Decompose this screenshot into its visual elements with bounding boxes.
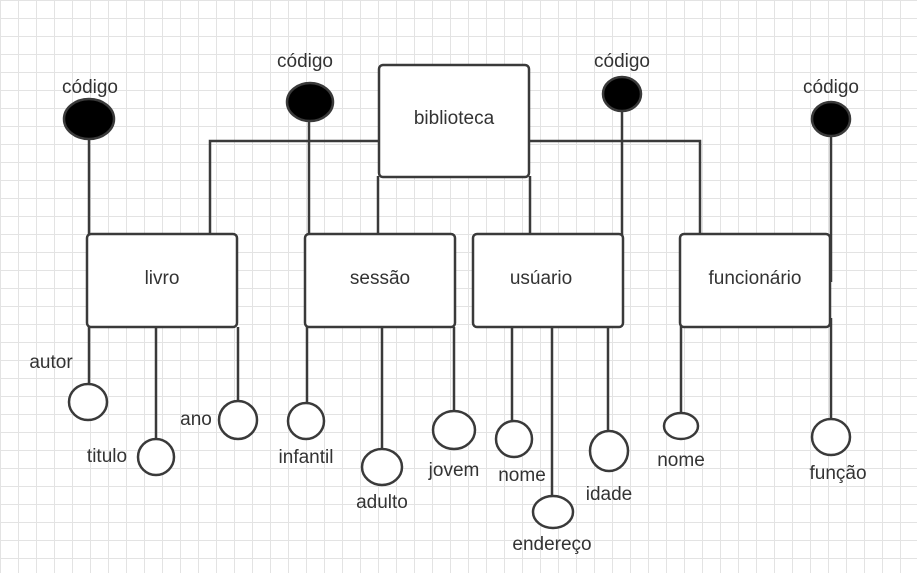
attr-oval-funcao[interactable] [810,417,852,457]
attr-label-ano: ano [180,409,212,430]
attribute-lines [87,318,833,496]
key-label-sessao: código [277,51,333,72]
attr-oval-nome-funcionario[interactable] [662,411,700,441]
key-oval-usuario[interactable] [601,75,643,113]
attr-label-nome-usuario: nome [498,465,546,486]
key-oval-livro[interactable] [62,97,116,141]
attr-oval-endereco[interactable] [531,494,575,530]
entity-sessao[interactable] [303,232,457,329]
entity-funcionario[interactable] [678,232,832,329]
key-label-livro: código [62,77,118,98]
attr-oval-titulo[interactable] [136,437,176,477]
attr-oval-infantil[interactable] [286,401,326,441]
entity-biblioteca[interactable] [377,63,531,179]
attr-label-infantil: infantil [279,447,334,468]
attr-oval-idade[interactable] [588,429,630,473]
attr-label-funcao: função [809,463,866,484]
attr-label-idade: idade [586,484,633,505]
entity-label-sessao: sessão [350,268,410,289]
relationship-lines [208,139,702,234]
entity-label-biblioteca: biblioteca [414,108,495,129]
entity-livro[interactable] [85,232,239,329]
attr-oval-adulto[interactable] [360,447,404,487]
entity-label-usuario: usúario [510,268,572,289]
entity-usuario[interactable] [471,232,625,329]
attr-oval-ano[interactable] [217,399,259,441]
key-label-funcionario: código [803,77,859,98]
attr-label-endereco: endereço [512,534,591,555]
entity-label-funcionario: funcionário [709,268,802,289]
link-biblioteca-funcionario [530,139,702,234]
attr-label-autor: autor [29,352,73,373]
key-oval-sessao[interactable] [285,81,335,123]
key-label-usuario: código [594,51,650,72]
attr-label-titulo: titulo [87,446,127,467]
entity-label-livro: livro [145,268,180,289]
attr-label-jovem: jovem [428,460,480,481]
attr-oval-nome-usuario[interactable] [494,419,534,459]
attr-oval-autor[interactable] [67,382,109,422]
attr-label-nome-funcionario: nome [657,450,705,471]
link-biblioteca-livro [208,139,378,234]
key-oval-funcionario[interactable] [810,100,852,138]
attr-oval-jovem[interactable] [431,409,477,451]
attr-label-adulto: adulto [356,492,408,513]
